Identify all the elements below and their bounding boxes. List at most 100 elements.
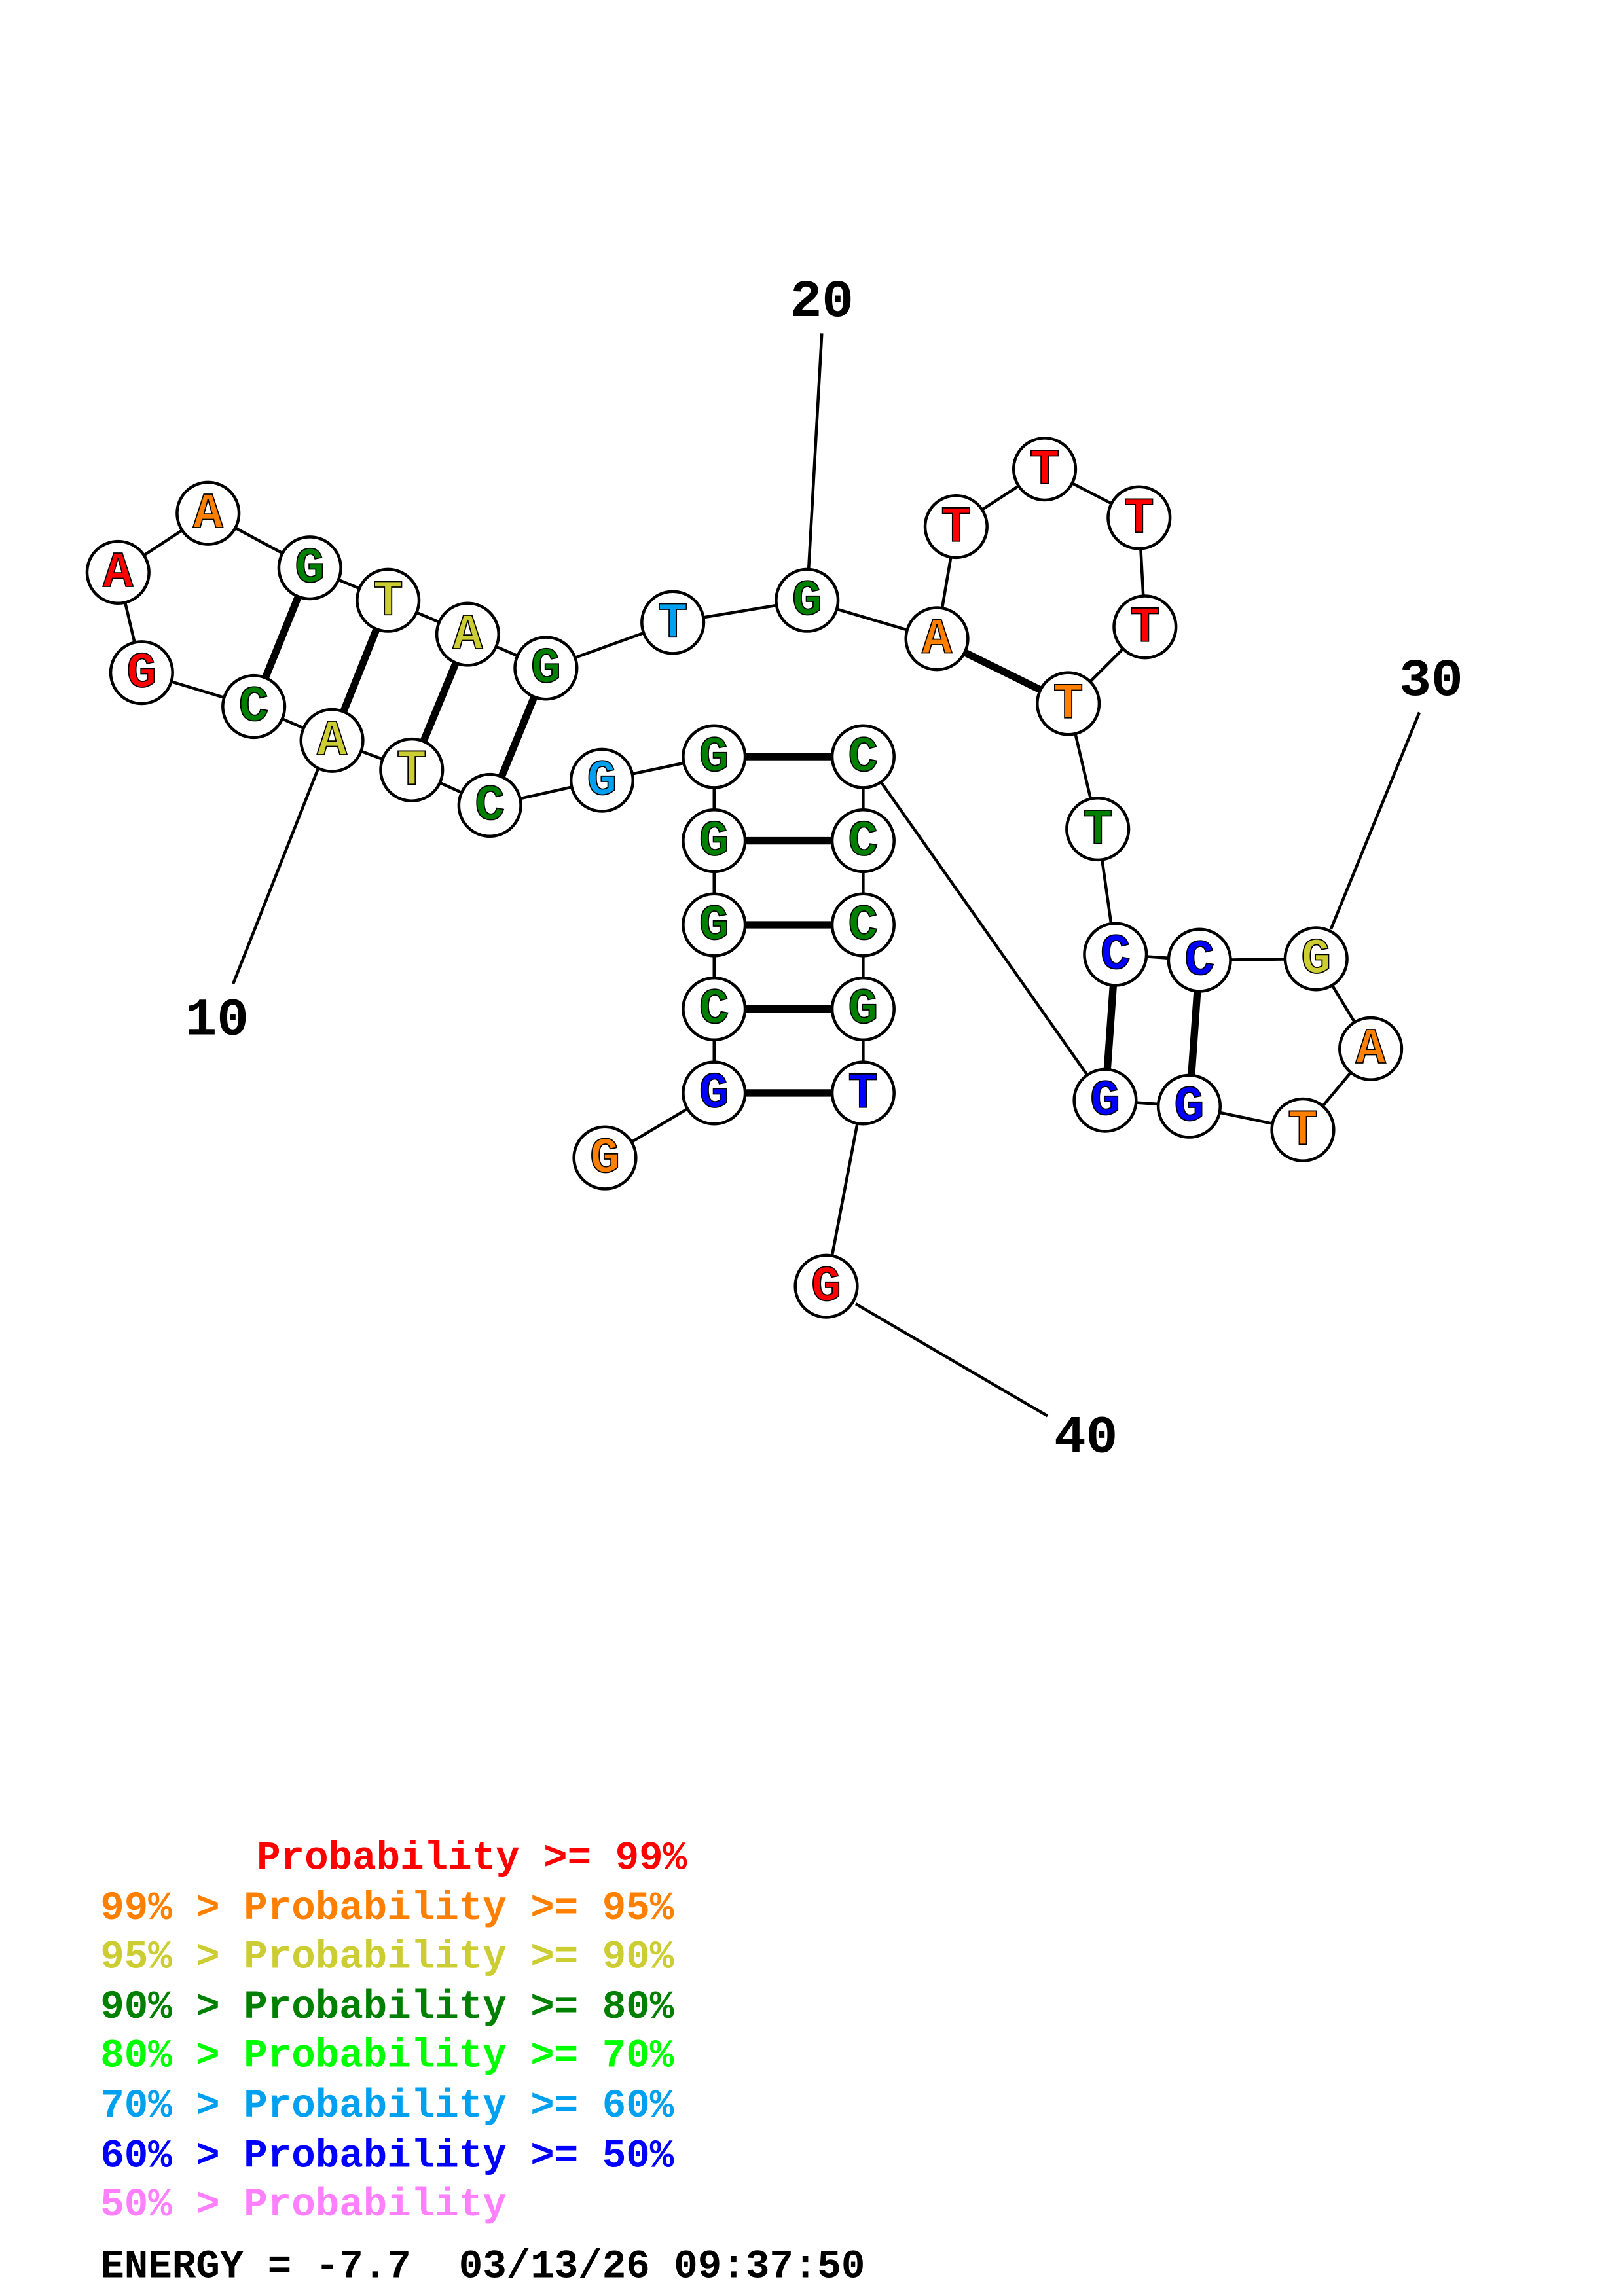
nucleotide-circle [379,737,445,802]
legend-line-1: Probability >= 99% [257,1836,687,1881]
nucleotide-letter: G [699,898,729,955]
nucleotide-circle [457,772,522,838]
nucleotide-letter: A [103,545,133,602]
nucleotide-32: T [1270,1097,1336,1162]
nucleotide-14: A [175,480,241,546]
nucleotide-26: T [1036,671,1101,736]
nucleotide-letter: G [126,645,156,702]
nucleotide-letter: T [373,573,403,630]
nucleotide-circle [793,1253,859,1319]
nucleotide-circle [1083,922,1148,987]
nucleotide-21: A [904,606,970,672]
nucleotide-letter: C [475,778,505,835]
base-pair-bond [340,628,380,713]
nucleotide-circle [569,747,635,813]
nucleotide-circle [1106,485,1172,550]
nucleotide-circle [513,636,579,701]
nucleotide-letter: T [1053,677,1084,734]
nucleotide-31: A [1338,1016,1404,1081]
nucleotide-34: G [1072,1067,1138,1133]
nucleotide-letter: A [1356,1022,1386,1079]
nucleotide-circle [1338,1016,1404,1081]
legend-line-3: 95% > Probability >= 90% [100,1935,674,1980]
nucleotide-circle [1065,796,1131,862]
nucleotide-letter: C [848,898,878,955]
nucleotide-circle [85,539,151,605]
nucleotide-30: G [1283,926,1349,992]
nucleotide-circle [299,708,365,773]
nucleotide-letter: G [811,1259,841,1316]
nucleotide-letter: G [295,541,325,598]
nucleotide-letter: T [848,1066,878,1123]
nucleotide-circle [682,808,747,874]
legend-line-6: 70% > Probability >= 60% [100,2084,674,2129]
nucleotide-letter: T [1083,802,1113,859]
nucleotide-letter: G [590,1131,620,1188]
nucleotide-letter: C [239,679,269,736]
nucleotide-letter: A [922,612,952,669]
nucleotide-3: C [682,976,747,1042]
legend-line-2: 99% > Probability >= 95% [100,1886,674,1931]
backbone-segment [862,755,1106,1102]
position-label-10: 10 [185,991,249,1051]
label-10-tick [231,759,323,984]
nucleotide-letter: G [1090,1073,1120,1130]
nucleotide-circle [682,892,747,958]
nucleotide-circle [682,1060,747,1126]
nucleotide-letter: G [699,730,729,787]
nucleotide-36: C [830,808,896,874]
nucleotide-2: G [682,1060,747,1126]
nucleotide-letter: G [699,814,729,870]
nucleotide-circle [1283,926,1349,992]
nucleotide-circle [830,892,896,958]
nucleotide-circle [435,601,500,667]
nucleotide-letter: A [193,486,223,543]
nucleotide-circle [175,480,241,546]
nucleotide-circle [830,724,896,789]
nucleotide-circle [1167,927,1232,993]
nucleotide-letter: C [1101,927,1131,984]
nucleotide-33: G [1156,1073,1222,1139]
nucleotide-letter: G [792,573,822,630]
nucleotide-letter: G [1174,1079,1204,1136]
legend-line-7: 60% > Probability >= 50% [100,2134,674,2179]
nucleotide-letter: C [1184,933,1214,990]
nucleotide-circle [923,493,989,560]
nucleotide-24: T [1106,485,1172,550]
nucleotide-circle [572,1125,638,1191]
nucleotide-letter: T [1288,1103,1318,1160]
position-label-20: 20 [790,272,854,332]
nucleotide-35: C [830,724,896,789]
nucleotide-circle [682,976,747,1042]
nucleotide-12: G [109,640,174,706]
nucleotide-5: G [682,808,747,874]
nucleotide-8: C [457,772,522,838]
nucleotide-39: T [830,1060,896,1126]
nucleotide-letter: G [699,1066,729,1123]
nucleotide-27: T [1065,796,1131,862]
nucleotide-letter: G [587,753,617,810]
nucleotide-10: A [299,708,365,773]
legend-line-4: 90% > Probability >= 80% [100,1985,674,2030]
nucleotide-letter: C [848,730,878,787]
nucleotide-circle [109,640,174,706]
nucleotide-13: A [85,539,151,605]
nucleotide-37: C [830,892,896,958]
nucleotide-circle [1012,437,1078,502]
nucleotide-circle [221,673,287,740]
label-20-tick [807,333,824,571]
nucleotide-circle [1072,1067,1138,1133]
nucleotide-letter: T [1124,491,1154,548]
nucleotide-letter: T [397,743,427,800]
nucleotide-9: T [379,737,445,802]
nucleotide-20: G [775,567,840,633]
base-pair-bonds [262,595,1201,1097]
nucleotide-29: C [1167,927,1232,993]
position-label-40: 40 [1054,1408,1118,1468]
nucleotide-6: G [682,724,747,789]
nucleotide-25: T [1112,594,1178,660]
base-pair-bond [420,661,460,743]
nucleotide-7: G [569,747,635,813]
